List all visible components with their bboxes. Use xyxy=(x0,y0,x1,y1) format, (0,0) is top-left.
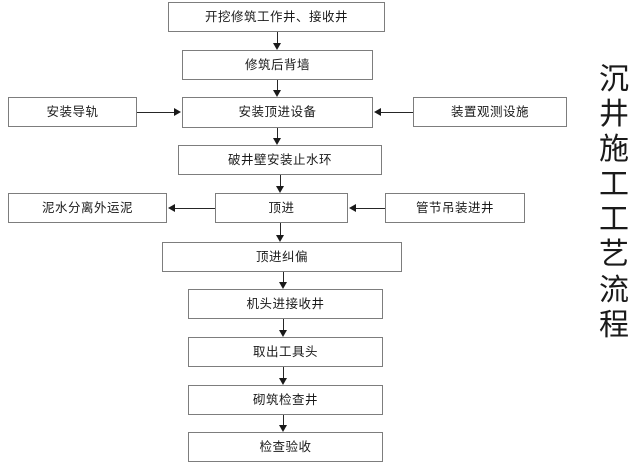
node-label: 取出工具头 xyxy=(252,344,318,359)
arrowhead-right-icon xyxy=(174,108,181,116)
title-char: 程 xyxy=(599,308,629,342)
title-char: 工 xyxy=(599,168,629,202)
edge-observation-to-install-jack xyxy=(381,112,413,113)
arrowhead-down-icon xyxy=(273,90,281,97)
node-remove-tool[interactable]: 取出工具头 xyxy=(188,337,383,367)
node-water-ring[interactable]: 破井壁安装止水环 xyxy=(178,145,382,175)
edge-build-manhole-to-inspection xyxy=(283,415,284,425)
arrowhead-down-icon xyxy=(273,138,281,145)
arrowhead-down-icon xyxy=(273,43,281,50)
edge-install-rail-to-install-jack xyxy=(137,112,174,113)
edge-deviation-fix-to-head-receive xyxy=(283,272,284,282)
edge-jacking-to-mud-separation xyxy=(175,208,215,209)
edge-excavate-to-back-wall xyxy=(277,32,278,43)
node-label: 管节吊装进井 xyxy=(415,200,494,215)
edge-jacking-to-deviation-fix xyxy=(280,223,281,235)
title-char: 工 xyxy=(599,203,629,237)
node-pipe-lowering[interactable]: 管节吊装进井 xyxy=(385,193,525,223)
arrowhead-down-icon xyxy=(276,186,284,193)
title-char: 施 xyxy=(599,133,629,167)
node-label: 破井壁安装止水环 xyxy=(227,152,332,167)
arrowhead-down-icon xyxy=(279,330,287,337)
node-back-wall[interactable]: 修筑后背墙 xyxy=(182,50,373,80)
node-label: 顶进纠偏 xyxy=(255,249,308,264)
edge-water-ring-to-jacking xyxy=(280,175,281,186)
arrowhead-down-icon xyxy=(276,235,284,242)
title-char: 艺 xyxy=(599,238,629,272)
arrowhead-down-icon xyxy=(279,378,287,385)
arrowhead-left-icon xyxy=(168,204,175,212)
node-inspection[interactable]: 检查验收 xyxy=(188,432,383,462)
node-install-jack[interactable]: 安装顶进设备 xyxy=(182,97,373,128)
node-label: 泥水分离外运泥 xyxy=(41,200,133,215)
node-label: 开挖修筑工作井、接收井 xyxy=(204,9,348,24)
arrowhead-down-icon xyxy=(279,425,287,432)
title-char: 井 xyxy=(599,98,629,132)
node-excavate[interactable]: 开挖修筑工作井、接收井 xyxy=(168,2,385,32)
node-label: 检查验收 xyxy=(259,439,312,454)
diagram-title-vertical: 沉 井 施 工 工 艺 流 程 xyxy=(592,62,636,343)
node-jacking[interactable]: 顶进 xyxy=(215,193,348,223)
arrowhead-left-icon xyxy=(349,204,356,212)
node-head-receive[interactable]: 机头进接收井 xyxy=(188,289,383,319)
node-mud-separation[interactable]: 泥水分离外运泥 xyxy=(8,193,167,223)
node-install-rail[interactable]: 安装导轨 xyxy=(8,97,137,127)
node-label: 砌筑检查井 xyxy=(252,392,318,407)
node-label: 安装导轨 xyxy=(46,104,99,119)
node-label: 修筑后背墙 xyxy=(244,57,310,72)
node-label: 装置观测设施 xyxy=(450,104,529,119)
node-deviation-fix[interactable]: 顶进纠偏 xyxy=(162,242,402,272)
node-label: 机头进接收井 xyxy=(246,296,325,311)
node-build-manhole[interactable]: 砌筑检查井 xyxy=(188,385,383,415)
arrowhead-left-icon xyxy=(374,108,381,116)
edge-pipe-lowering-to-jacking xyxy=(356,208,385,209)
edge-install-jack-to-water-ring xyxy=(277,128,278,138)
edge-remove-tool-to-build-manhole xyxy=(283,367,284,378)
node-observation[interactable]: 装置观测设施 xyxy=(413,97,567,127)
node-label: 安装顶进设备 xyxy=(238,105,317,120)
edge-back-wall-to-install-jack xyxy=(277,80,278,90)
arrowhead-down-icon xyxy=(279,282,287,289)
title-char: 沉 xyxy=(599,63,629,96)
edge-head-receive-to-remove-tool xyxy=(283,319,284,330)
title-char: 流 xyxy=(599,273,629,307)
node-label: 顶进 xyxy=(268,200,295,215)
